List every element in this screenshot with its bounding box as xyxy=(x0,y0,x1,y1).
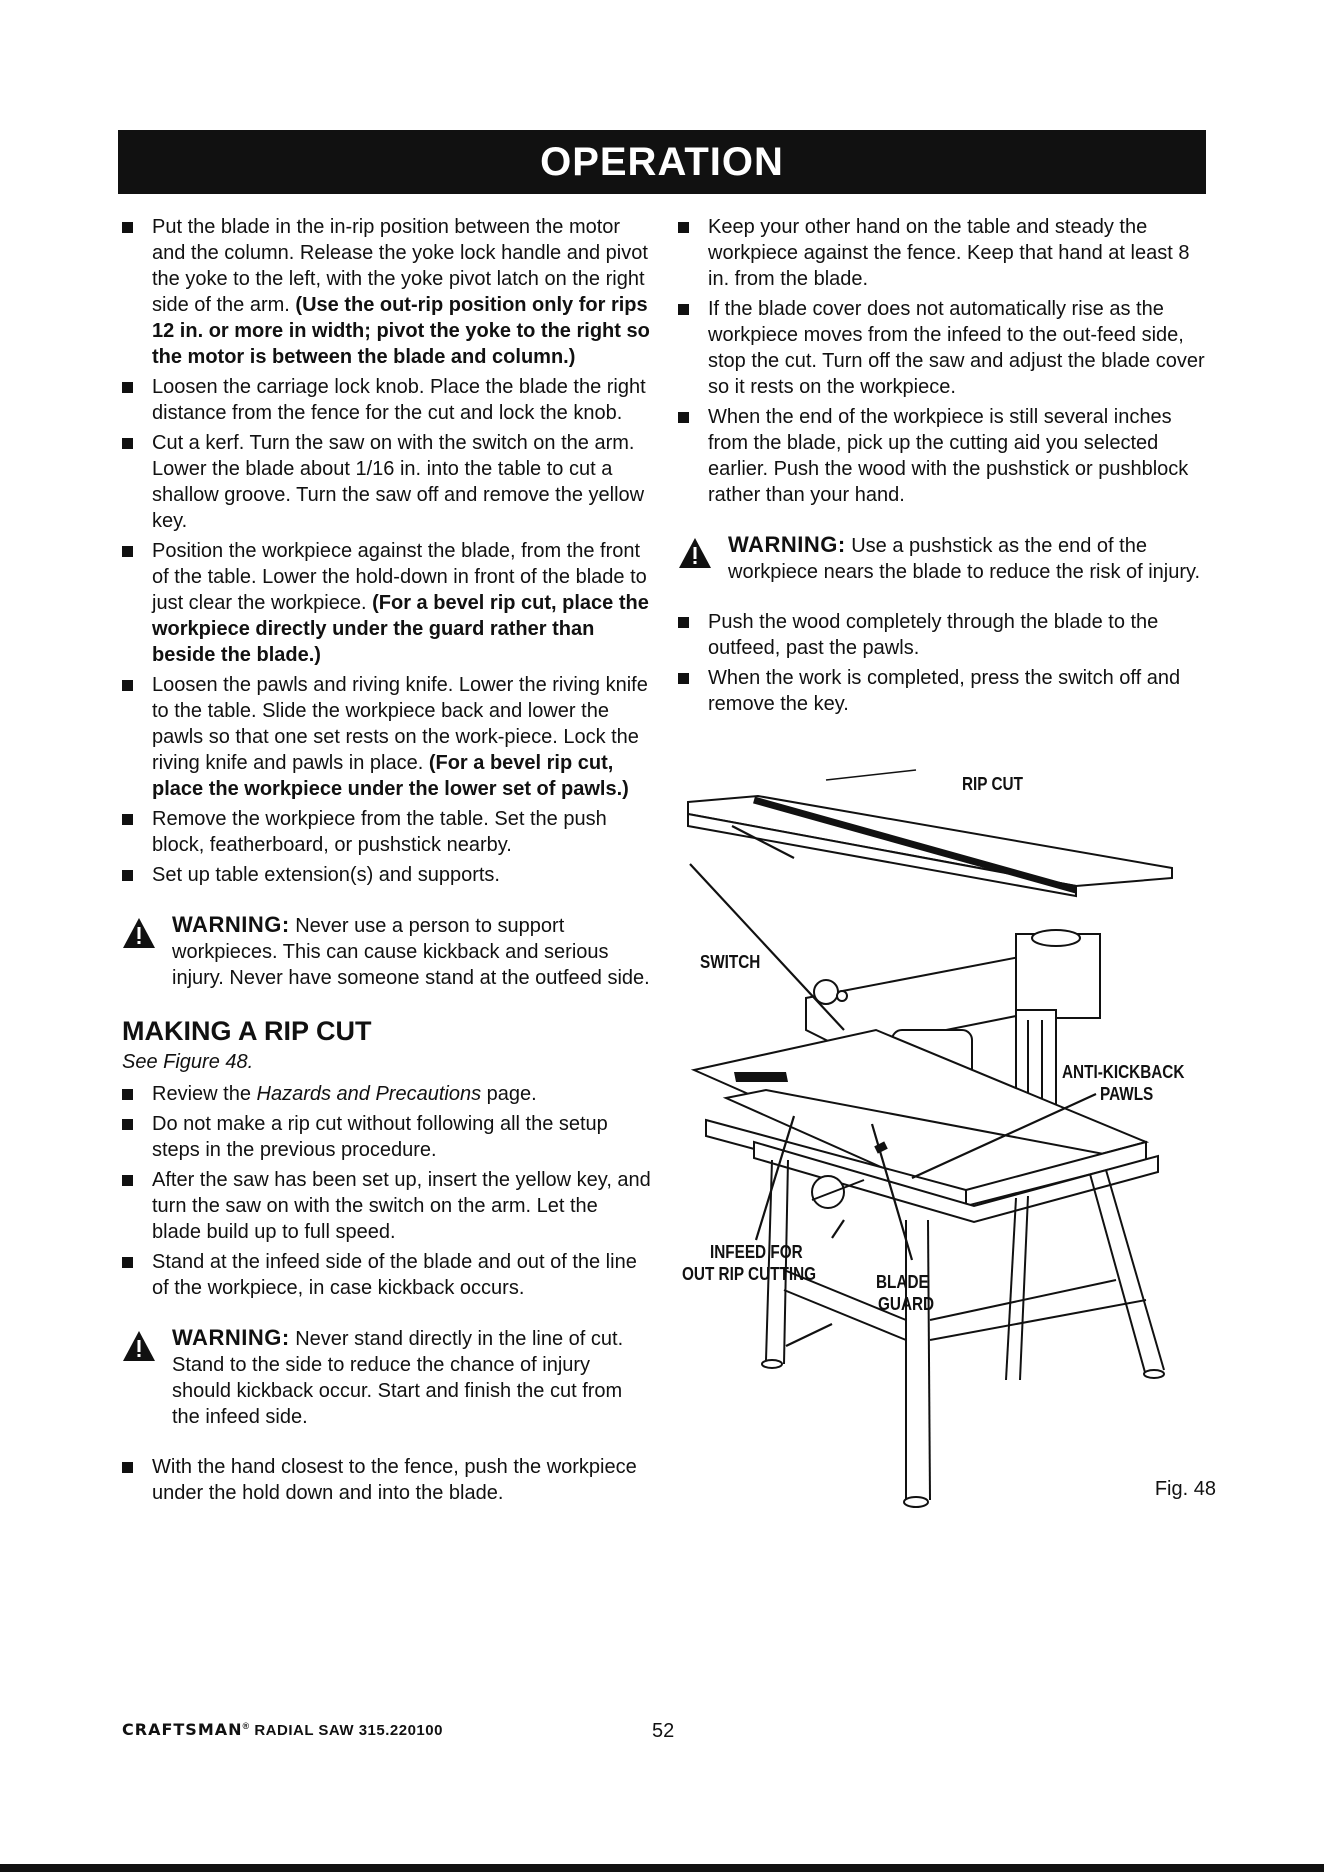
footer-brand: CRAFTSMAN® RADIAL SAW 315.220100 xyxy=(122,1720,443,1739)
list-item: Cut a kerf. Turn the saw on with the swi… xyxy=(122,430,652,534)
saw-table xyxy=(690,1028,1159,1224)
list-item: Set up table extension(s) and supports. xyxy=(122,862,652,888)
saw-legs xyxy=(761,1159,1165,1508)
warning-box: WARNING: Never stand directly in the lin… xyxy=(122,1325,652,1430)
banner-title: OPERATION xyxy=(540,139,784,184)
page-number: 52 xyxy=(652,1720,675,1742)
label-out-rip-cutting: OUT RIP CUTTING xyxy=(682,1264,817,1284)
rip-cut-figure: RIP CUT SWITCH ANTI-KICKBACK PAWLS INFEE… xyxy=(676,760,1216,1520)
radial-saw-illustration xyxy=(687,769,1173,1508)
label-rip-cut: RIP CUT xyxy=(962,774,1023,794)
section-banner: OPERATION xyxy=(118,130,1206,194)
bottom-rule xyxy=(0,1864,1324,1872)
section-heading: MAKING A RIP CUT xyxy=(122,1016,372,1046)
left-column: Put the blade in the in-rip position bet… xyxy=(122,214,652,1510)
warning-label: WARNING: xyxy=(728,532,846,557)
leader-lines xyxy=(689,825,1097,1347)
list-item: Do not make a rip cut without following … xyxy=(122,1111,652,1163)
right-column: Keep your other hand on the table and st… xyxy=(678,214,1208,721)
registered-mark: ® xyxy=(242,1721,250,1731)
list-item: When the work is completed, press the sw… xyxy=(678,665,1208,717)
list-item: Loosen the carriage lock knob. Place the… xyxy=(122,374,652,426)
warning-triangle-icon xyxy=(123,1331,155,1361)
list-item: When the end of the workpiece is still s… xyxy=(678,404,1208,508)
list-item: If the blade cover does not automaticall… xyxy=(678,296,1208,400)
list-item: Push the wood completely through the bla… xyxy=(678,609,1208,661)
warning-text: Never stand directly in the line of cut.… xyxy=(172,1328,624,1428)
figure-reference: See Figure 48. xyxy=(122,1051,254,1073)
warning-label: WARNING: xyxy=(172,1325,290,1350)
warning-box: WARNING: Never use a person to support w… xyxy=(122,912,652,991)
label-switch: SWITCH xyxy=(700,952,761,972)
list-item: After the saw has been set up, insert th… xyxy=(122,1167,652,1245)
warning-triangle-icon xyxy=(679,538,711,568)
warning-triangle-icon xyxy=(123,918,155,948)
figure-caption: Fig. 48 xyxy=(1154,1478,1216,1500)
list-item: Put the blade in the in-rip position bet… xyxy=(122,214,652,370)
list-item: Keep your other hand on the table and st… xyxy=(678,214,1208,292)
label-infeed-for: INFEED FOR xyxy=(710,1242,803,1262)
saw-arm xyxy=(805,929,1101,1161)
list-item: Review the Hazards and Precautions page. xyxy=(122,1081,652,1107)
rip-cut-board xyxy=(687,769,1173,898)
warning-box: WARNING: Use a pushstick as the end of t… xyxy=(678,532,1208,585)
model-number: RADIAL SAW 315.220100 xyxy=(249,1722,443,1739)
warning-text: Never use a person to support workpieces… xyxy=(172,915,650,989)
label-pawls: PAWLS xyxy=(1100,1084,1154,1104)
list-item: Position the workpiece against the blade… xyxy=(122,538,652,668)
list-item: With the hand closest to the fence, push… xyxy=(122,1454,652,1506)
brand-logo: CRAFTSMAN xyxy=(122,1720,243,1739)
label-blade: BLADE xyxy=(876,1272,929,1292)
list-item: Remove the workpiece from the table. Set… xyxy=(122,806,652,858)
label-anti-kickback: ANTI-KICKBACK xyxy=(1062,1062,1185,1082)
warning-label: WARNING: xyxy=(172,912,290,937)
list-item: Stand at the infeed side of the blade an… xyxy=(122,1249,652,1301)
warning-text: Use a pushstick as the end of the workpi… xyxy=(728,535,1201,583)
list-item: Loosen the pawls and riving knife. Lower… xyxy=(122,672,652,802)
label-guard: GUARD xyxy=(878,1294,935,1314)
